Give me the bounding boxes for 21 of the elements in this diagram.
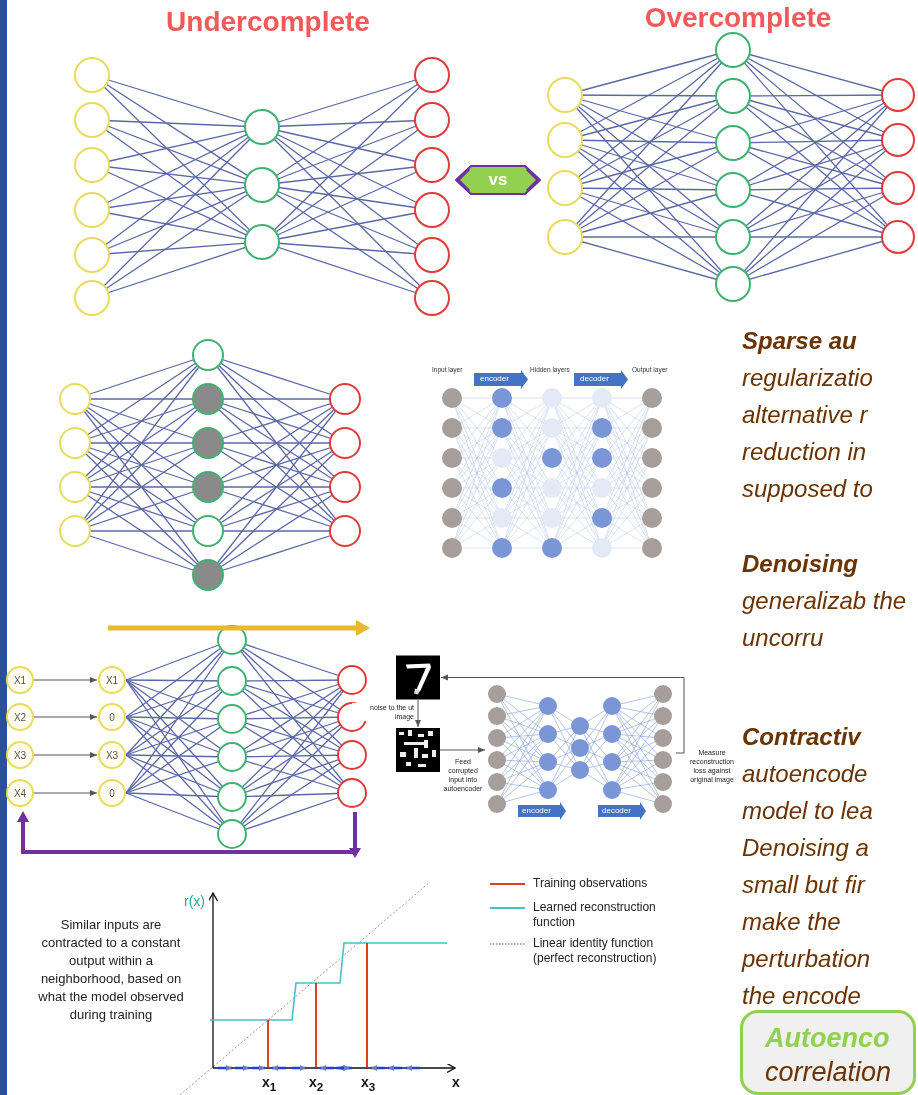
tick-label: x$_{3}$ — [361, 1074, 376, 1093]
tick-label: x$_{2}$ — [309, 1074, 324, 1093]
legend-label: Training observations — [533, 876, 649, 891]
versus-badge: vs — [455, 165, 541, 195]
heading: Undercomplete — [165, 6, 371, 38]
encoder-label: encoder — [522, 806, 551, 815]
paragraph: Denoising generalizab the uncorru — [742, 549, 908, 653]
paragraph: Contractiv autoencode model to lea Denoising a small but fir make the perturbation the encode — [742, 722, 874, 1011]
heading: Overcomplete — [643, 2, 833, 34]
encoder-label: encoder — [480, 374, 509, 383]
decoder-label: decoder — [580, 374, 609, 383]
tick-label: x$_{1}$ — [262, 1074, 277, 1093]
legend-label: Linear identity function (perfect reconstruction) — [533, 936, 658, 966]
axis-label: r(x) — [184, 893, 205, 909]
paragraph: Sparse au regularizatio alternative r reduction in supposed to — [742, 326, 874, 504]
decoder-label: decoder — [602, 806, 631, 815]
callout-heading: Autoenco — [765, 1022, 891, 1055]
annotation-text: Similar inputs are contracted to a constant output within a neighborhood, based on what the model observed during training — [38, 916, 184, 1024]
axis-label: x — [452, 1074, 460, 1090]
callout-text: correlation — [765, 1056, 893, 1089]
legend-label: Learned reconstruction function — [533, 900, 657, 930]
